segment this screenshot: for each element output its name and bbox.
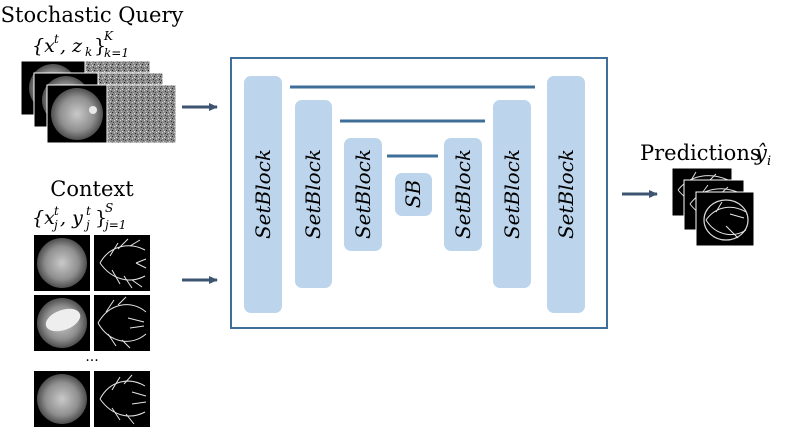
query-formula: {x t , z k } K k=1 (32, 29, 129, 60)
fundus-image (34, 371, 90, 427)
vessel-mask-image (94, 371, 150, 427)
context-formula-j2: j (83, 218, 90, 232)
vessel-mask-image (94, 235, 150, 291)
fundus-image (46, 84, 108, 144)
context-formula-sub: j=1 (102, 218, 126, 232)
context-formula-mid: , y (60, 207, 83, 229)
context-formula-sup: S (105, 201, 113, 215)
vessel-mask-image (94, 295, 150, 351)
setblock-6: SetBlock (547, 76, 585, 313)
block-label: SB (401, 180, 425, 208)
query-formula-base: {x (32, 35, 55, 57)
context-formula-j1: j (51, 218, 58, 232)
prediction-stack (671, 167, 755, 247)
block-label: SetBlock (554, 149, 578, 239)
context-ellipsis: ... (85, 349, 98, 365)
query-formula-close: } (94, 35, 106, 57)
query-formula-sub: k=1 (104, 46, 129, 60)
context-pair-1 (34, 235, 150, 291)
context-formula-t1: t (54, 204, 59, 218)
noise-image (105, 84, 177, 144)
predictions-label: Predictions ŷ i (640, 141, 771, 169)
predictions-subscript: i (767, 154, 771, 169)
block-label: SetBlock (301, 149, 325, 239)
fundus-image (34, 235, 90, 291)
setblock-5: SetBlock (493, 100, 531, 288)
setblock-3: SetBlock (344, 138, 382, 251)
context-formula-close: } (95, 207, 107, 229)
query-formula-sub-k: k (85, 45, 92, 59)
context-formula: {x t j , y t j } S j=1 (32, 201, 126, 232)
query-formula-sup: K (103, 29, 114, 43)
query-formula-sup-t: t (54, 32, 59, 46)
prediction-image (695, 191, 755, 247)
sb-block: SB (395, 173, 432, 216)
query-fundus-stack (20, 60, 108, 144)
context-formula-base: {x (32, 207, 55, 229)
predictions-title: Predictions (640, 141, 761, 165)
query-title: Stochastic Query (1, 3, 184, 27)
fundus-image (34, 295, 90, 351)
block-label: SetBlock (500, 149, 524, 239)
block-label: SetBlock (351, 149, 375, 239)
context-pair-3 (34, 371, 150, 427)
query-formula-mid: , z (60, 35, 83, 57)
context-formula-t2: t (86, 204, 91, 218)
setblock-4: SetBlock (444, 138, 482, 251)
setblock-1: SetBlock (244, 76, 282, 313)
block-label: SetBlock (251, 149, 275, 239)
setblock-2: SetBlock (295, 100, 332, 288)
context-title: Context (50, 177, 134, 201)
block-label: SetBlock (451, 149, 475, 239)
predictions-symbol: ŷ (754, 141, 768, 165)
network-frame (230, 57, 608, 329)
context-pair-2 (34, 295, 150, 351)
